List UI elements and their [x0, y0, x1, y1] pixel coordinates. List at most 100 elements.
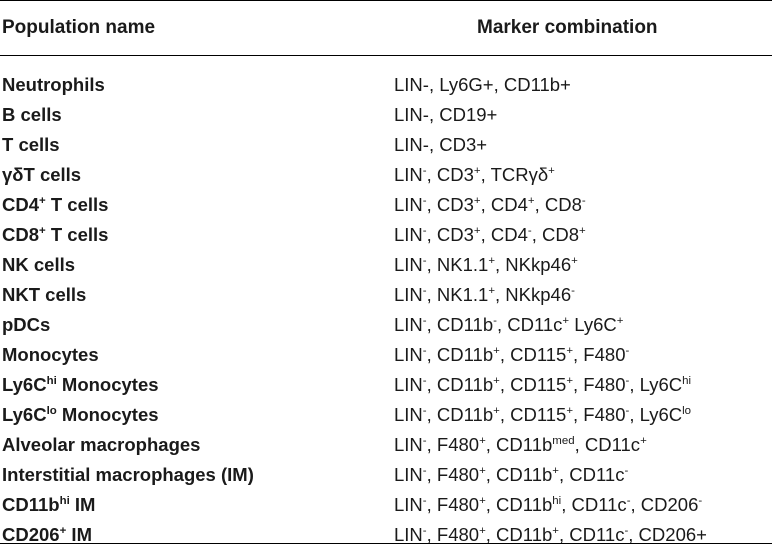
text-segment: , F480: [426, 434, 480, 455]
text-segment: , CD11b: [426, 344, 494, 365]
superscript-text: med: [552, 434, 575, 447]
text-segment: Monocytes: [56, 404, 159, 425]
text-segment: Interstitial macrophages (IM): [2, 464, 254, 485]
text-segment: , CD8: [534, 194, 582, 215]
superscript-text: +: [640, 434, 647, 447]
header-rule: [0, 55, 772, 56]
text-segment: , F480: [426, 464, 480, 485]
text-segment: Monocytes: [2, 344, 99, 365]
text-segment: , CD3: [426, 224, 474, 245]
text-segment: , F480: [426, 524, 480, 545]
superscript-text: -: [422, 404, 427, 417]
marker-combination-cell: LIN-, NK1.1+, NKkp46+: [394, 250, 578, 280]
text-segment: pDCs: [2, 314, 51, 335]
superscript-text: +: [616, 314, 624, 327]
superscript-text: -: [626, 494, 631, 507]
population-name-cell: Ly6Chi Monocytes: [2, 370, 159, 400]
population-name-cell: Neutrophils: [2, 70, 105, 100]
text-segment: CD4: [2, 194, 40, 215]
text-segment: , CD11b: [426, 314, 494, 335]
text-segment: LIN-, CD3+: [394, 134, 488, 155]
superscript-text: +: [579, 224, 586, 237]
superscript-text: -: [422, 344, 427, 357]
text-segment: LIN: [394, 524, 423, 545]
marker-combination-cell: LIN-, F480+, CD11bmed, CD11c+: [394, 430, 647, 460]
table-row: Alveolar macrophages LIN-, F480+, CD11bme…: [0, 430, 772, 460]
superscript-text: +: [566, 404, 574, 417]
superscript-text: -: [422, 494, 427, 507]
text-segment: , CD11b: [485, 524, 553, 545]
population-name-cell: CD8+ T cells: [2, 220, 108, 250]
text-segment: , CD11b: [426, 374, 494, 395]
superscript-text: +: [39, 224, 46, 237]
superscript-text: -: [625, 374, 630, 387]
population-name-cell: Ly6Clo Monocytes: [2, 400, 159, 430]
superscript-text: -: [422, 314, 427, 327]
table-row: T cells LIN-, CD3+: [0, 130, 772, 160]
marker-combination-cell: LIN-, CD3+, CD4+, CD8-: [394, 190, 586, 220]
text-segment: , F480: [573, 404, 626, 425]
population-name-cell: NK cells: [2, 250, 75, 280]
text-segment: , CD11b: [485, 464, 553, 485]
text-segment: , CD11b: [485, 434, 553, 455]
superscript-text: +: [479, 464, 486, 477]
superscript-text: +: [548, 164, 555, 177]
superscript-text: -: [422, 194, 427, 207]
superscript-text: -: [571, 284, 575, 297]
text-segment: , CD11c: [574, 434, 641, 455]
superscript-text: -: [422, 284, 427, 297]
text-segment: T cells: [2, 134, 60, 155]
table-row: Interstitial macrophages (IM)LIN-, F480+…: [0, 460, 772, 490]
text-segment: , F480: [573, 374, 626, 395]
marker-combination-cell: LIN-, F480+, CD11bhi, CD11c-, CD206-: [394, 490, 702, 520]
text-segment: LIN-, Ly6G+, CD11b+: [394, 74, 571, 95]
text-segment: LIN: [394, 164, 423, 185]
marker-combination-cell: LIN-, CD3+: [394, 130, 487, 160]
text-segment: , CD206+: [628, 524, 707, 545]
text-segment: CD206: [2, 524, 60, 545]
text-segment: LIN: [394, 314, 423, 335]
text-segment: , CD206: [630, 494, 699, 515]
text-segment: , CD11c: [561, 494, 627, 515]
population-name-cell: Monocytes: [2, 340, 99, 370]
superscript-text: +: [571, 254, 578, 267]
text-segment: LIN: [394, 224, 423, 245]
superscript-text: +: [493, 404, 500, 417]
population-name-cell: γδT cells: [2, 160, 81, 190]
text-segment: LIN: [394, 284, 423, 305]
text-segment: Ly6C: [2, 374, 47, 395]
superscript-text: -: [422, 434, 427, 447]
superscript-text: -: [422, 164, 427, 177]
text-segment: CD8: [2, 224, 40, 245]
population-name-cell: Alveolar macrophages: [2, 430, 200, 460]
superscript-text: -: [624, 524, 629, 537]
text-segment: LIN: [394, 194, 423, 215]
text-segment: γδT cells: [2, 164, 82, 185]
text-segment: , NKkp46: [495, 254, 572, 275]
text-segment: , NKkp46: [495, 284, 572, 305]
text-segment: , Ly6C: [629, 374, 683, 395]
marker-combination-cell: LIN-, CD11b+, CD115+, F480-, Ly6Chi: [394, 370, 691, 400]
text-segment: , Ly6C: [629, 404, 683, 425]
population-name-cell: pDCs: [2, 310, 50, 340]
marker-combination-cell: LIN-, F480+, CD11b+, CD11c-, CD206+: [394, 520, 707, 550]
text-segment: , F480: [573, 344, 626, 365]
text-segment: , CD11b: [426, 404, 494, 425]
marker-combination-cell: LIN-, CD11b+, CD115+, F480-, Ly6Clo: [394, 400, 691, 430]
text-segment: , CD115: [499, 374, 567, 395]
header-population-name: Population name: [2, 17, 156, 38]
marker-combination-cell: LIN-, NK1.1+, NKkp46-: [394, 280, 575, 310]
superscript-text: -: [493, 314, 497, 327]
text-segment: , CD8: [531, 224, 580, 245]
superscript-text: +: [479, 434, 486, 447]
superscript-text: -: [624, 464, 629, 477]
superscript-text: -: [625, 344, 630, 357]
